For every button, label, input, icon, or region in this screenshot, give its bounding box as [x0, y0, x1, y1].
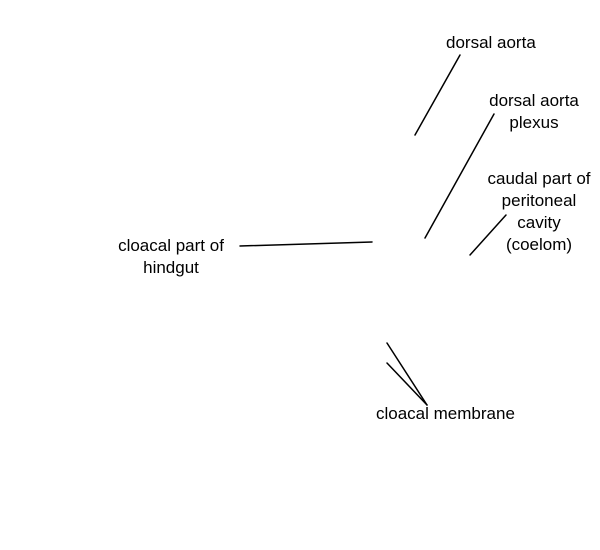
label-caudal-peritoneal-line4: (coelom) — [505, 235, 573, 254]
label-cloacal-hindgut-line1: cloacal part of — [118, 236, 224, 255]
label-cloacal-hindgut-line2: hindgut — [143, 258, 199, 277]
label-dorsal-aorta-plexus-line2: plexus — [509, 113, 559, 132]
label-dorsal-aorta-plexus-line1: dorsal aorta — [489, 91, 579, 110]
label-dorsal-aorta: dorsal aorta — [446, 33, 536, 52]
label-cloacal-hindgut: cloacal part of hindgut — [104, 235, 238, 279]
leader-cloacal-membrane-a — [386, 342, 428, 406]
label-cloacal-membrane: cloacal membrane — [376, 404, 515, 423]
label-caudal-peritoneal-line1: caudal part of — [487, 169, 591, 188]
label-caudal-peritoneal-cavity: caudal part of peritoneal cavity (coelom… — [478, 168, 600, 256]
leader-cloacal-membrane-b — [386, 362, 428, 406]
leader-caudal-peritoneal-cavity — [469, 214, 507, 256]
label-caudal-peritoneal-line2: peritoneal — [501, 191, 577, 210]
leader-dorsal-aorta-plexus — [424, 113, 495, 239]
label-caudal-peritoneal-line3: cavity — [517, 213, 561, 232]
label-dorsal-aorta-plexus: dorsal aorta plexus — [474, 90, 594, 134]
leader-cloacal-hindgut — [239, 241, 373, 247]
leader-dorsal-aorta — [414, 54, 461, 136]
